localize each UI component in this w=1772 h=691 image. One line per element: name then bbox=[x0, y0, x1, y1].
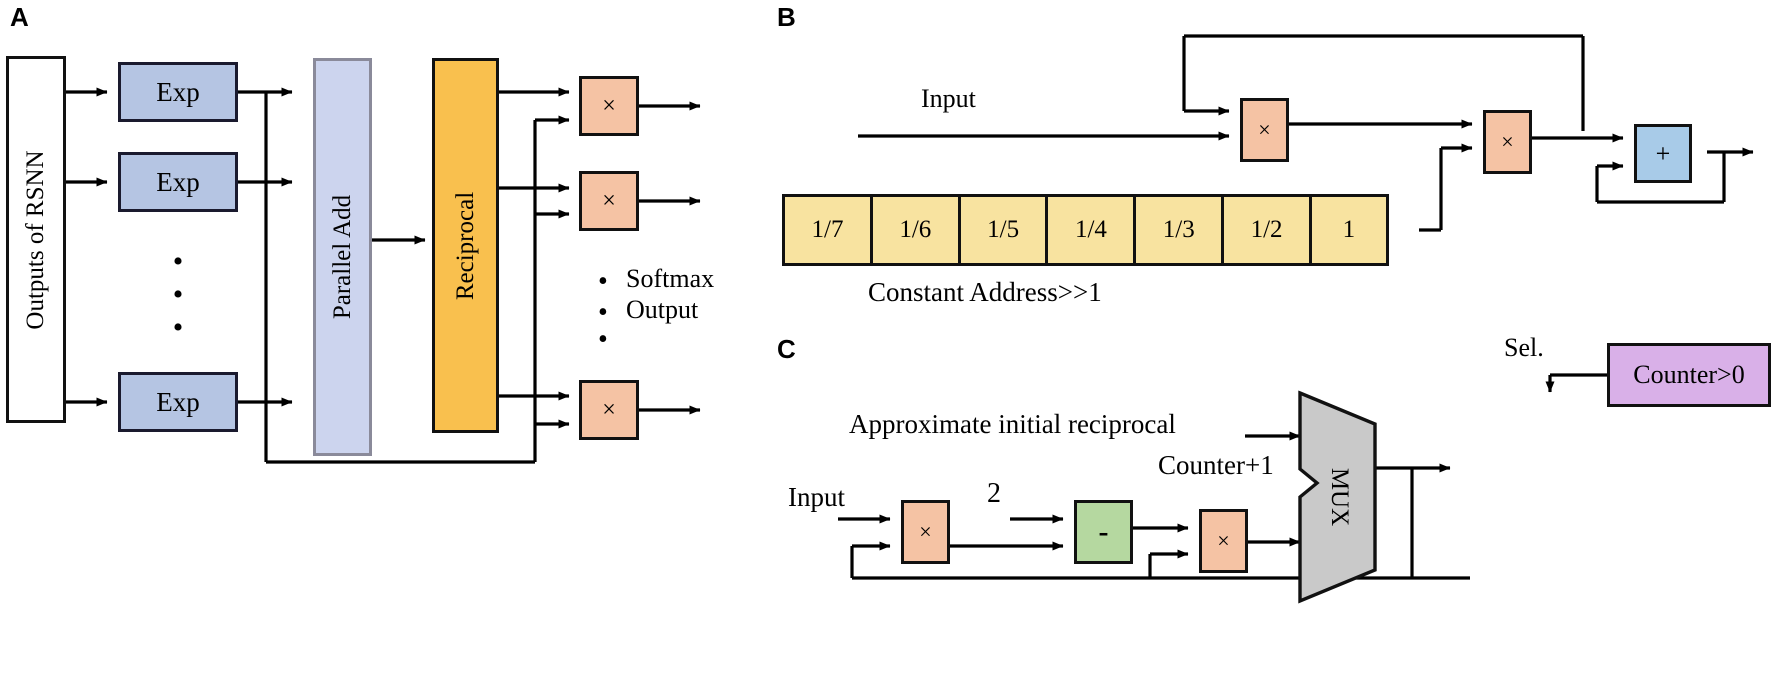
exp-box-2-label: Exp bbox=[156, 166, 200, 197]
panel-b-multiplier-2: × bbox=[1483, 110, 1532, 174]
caption-dot: • bbox=[598, 297, 608, 328]
ellipsis-dot: • bbox=[172, 278, 184, 311]
constant-address-caption: Constant Address>>1 bbox=[868, 277, 1102, 307]
panel-b-multiplier-1-symbol: × bbox=[1258, 117, 1271, 142]
constant-two-label: 2 bbox=[987, 478, 1001, 509]
constant-cell-label: 1/2 bbox=[1250, 216, 1283, 243]
multiplier-a2-symbol: × bbox=[602, 187, 616, 214]
panel-b-letter: B bbox=[777, 2, 796, 32]
constant-cell-label: 1/3 bbox=[1162, 216, 1195, 243]
rsnn-input-block: Outputs of RSNN bbox=[6, 56, 66, 423]
counter-gt-zero-box: Counter>0 bbox=[1607, 343, 1771, 407]
constant-cell: 1/2 bbox=[1221, 194, 1313, 266]
exp-ellipsis: • • • bbox=[165, 245, 191, 344]
ellipsis-dot: • bbox=[172, 245, 184, 278]
mux-shape bbox=[1298, 390, 1377, 604]
multiplier-a3-symbol: × bbox=[602, 396, 616, 423]
panel-c-multiplier-1: × bbox=[901, 500, 950, 564]
constant-cell-label: 1 bbox=[1342, 216, 1356, 243]
panel-c-multiplier-2: × bbox=[1199, 509, 1248, 573]
rsnn-input-label: Outputs of RSNN bbox=[22, 149, 49, 330]
exp-box-1: Exp bbox=[118, 62, 238, 122]
panel-b-input-label: Input bbox=[921, 84, 976, 113]
panel-c-multiplier-2-symbol: × bbox=[1217, 528, 1230, 553]
constant-cell: 1/5 bbox=[957, 194, 1049, 266]
ellipsis-dot: • bbox=[172, 311, 184, 344]
constant-cell: 1/3 bbox=[1133, 194, 1225, 266]
constant-cell-label: 1/5 bbox=[987, 216, 1020, 243]
panel-b-multiplier-1: × bbox=[1240, 98, 1289, 162]
panel-c-input-label: Input bbox=[788, 482, 845, 512]
panel-c-letter: C bbox=[777, 334, 796, 364]
exp-box-3-label: Exp bbox=[156, 386, 200, 417]
reciprocal-block: Reciprocal bbox=[432, 58, 499, 433]
multiplier-a2: × bbox=[579, 171, 639, 231]
caption-dot: • bbox=[598, 266, 608, 297]
constant-cell-label: 1/4 bbox=[1074, 216, 1107, 243]
constant-cell: 1/6 bbox=[869, 194, 961, 266]
mux-label: MUX bbox=[1326, 467, 1353, 527]
exp-box-2: Exp bbox=[118, 152, 238, 212]
softmax-output-caption: • Softmax • Output • bbox=[598, 262, 758, 354]
exp-box-3: Exp bbox=[118, 372, 238, 432]
constant-address-array: 1/7 1/6 1/5 1/4 1/3 1/2 1 bbox=[782, 194, 1389, 266]
constant-cell: 1/4 bbox=[1045, 194, 1137, 266]
panel-b-adder: + bbox=[1634, 124, 1692, 183]
approximate-initial-reciprocal-label: Approximate initial reciprocal bbox=[849, 409, 1176, 439]
multiplier-a1: × bbox=[579, 76, 639, 136]
softmax-caption-line1: Softmax bbox=[626, 264, 715, 293]
sel-label: Sel. bbox=[1504, 333, 1544, 362]
counter-gt-zero-label: Counter>0 bbox=[1633, 360, 1745, 389]
constant-cell-label: 1/7 bbox=[811, 216, 844, 243]
constant-cell: 1 bbox=[1308, 194, 1389, 266]
panel-c-multiplier-1-symbol: × bbox=[919, 519, 932, 544]
caption-dot: • bbox=[598, 324, 608, 355]
exp-box-1-label: Exp bbox=[156, 76, 200, 107]
constant-cell: 1/7 bbox=[782, 194, 873, 266]
panel-a-letter: A bbox=[10, 2, 29, 32]
multiplier-a3: × bbox=[579, 380, 639, 440]
parallel-add-label: Parallel Add bbox=[328, 194, 356, 320]
panel-c-subtractor-symbol: - bbox=[1098, 515, 1109, 548]
multiplier-a1-symbol: × bbox=[602, 92, 616, 119]
parallel-add-block: Parallel Add bbox=[313, 58, 372, 456]
reciprocal-label: Reciprocal bbox=[451, 191, 479, 300]
panel-b-adder-symbol: + bbox=[1655, 138, 1671, 168]
constant-cell-label: 1/6 bbox=[899, 216, 932, 243]
counter-plus-one-label: Counter+1 bbox=[1158, 450, 1274, 480]
panel-c-subtractor: - bbox=[1074, 500, 1133, 564]
softmax-caption-line2: Output bbox=[626, 295, 699, 324]
panel-b-multiplier-2-symbol: × bbox=[1501, 129, 1514, 154]
